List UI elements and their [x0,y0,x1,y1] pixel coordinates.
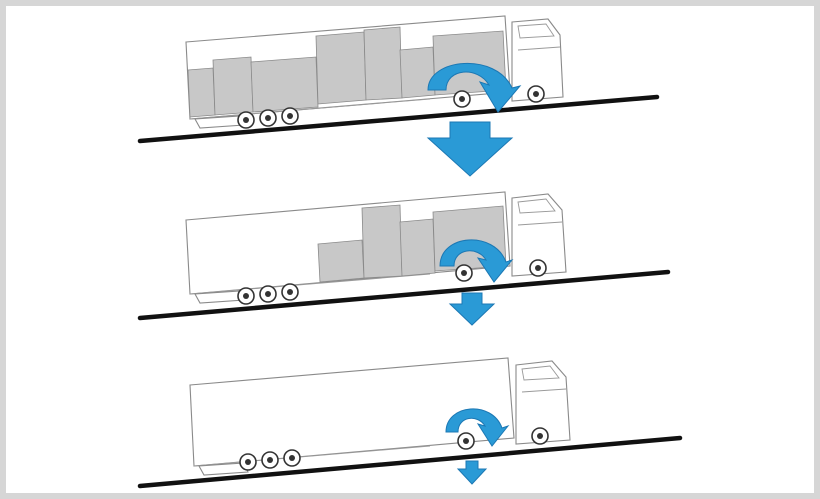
cab [511,193,567,277]
rotation-arrow-icon [439,239,514,283]
load-distribution-diagram [137,15,683,489]
trailer-wheels [237,283,299,305]
truck-icon [185,15,564,129]
road-line [137,435,683,489]
trailer-wheels [239,449,301,471]
trailer-wheels [237,107,299,129]
cargo-boxes [187,26,507,118]
trailer-body [189,357,515,467]
rotation-arrow-icon [445,408,510,447]
panel-empty [137,357,683,489]
rotation-arrow-icon [427,63,522,113]
down-arrow-icon [448,292,496,326]
cab [515,360,571,445]
road-line [137,94,660,144]
truck-icon [189,357,571,476]
panel-full-load [137,15,660,177]
down-arrow-icon [426,121,514,177]
panel-partial-load [137,191,671,326]
road-line [137,269,671,321]
down-arrow-icon [456,460,488,485]
